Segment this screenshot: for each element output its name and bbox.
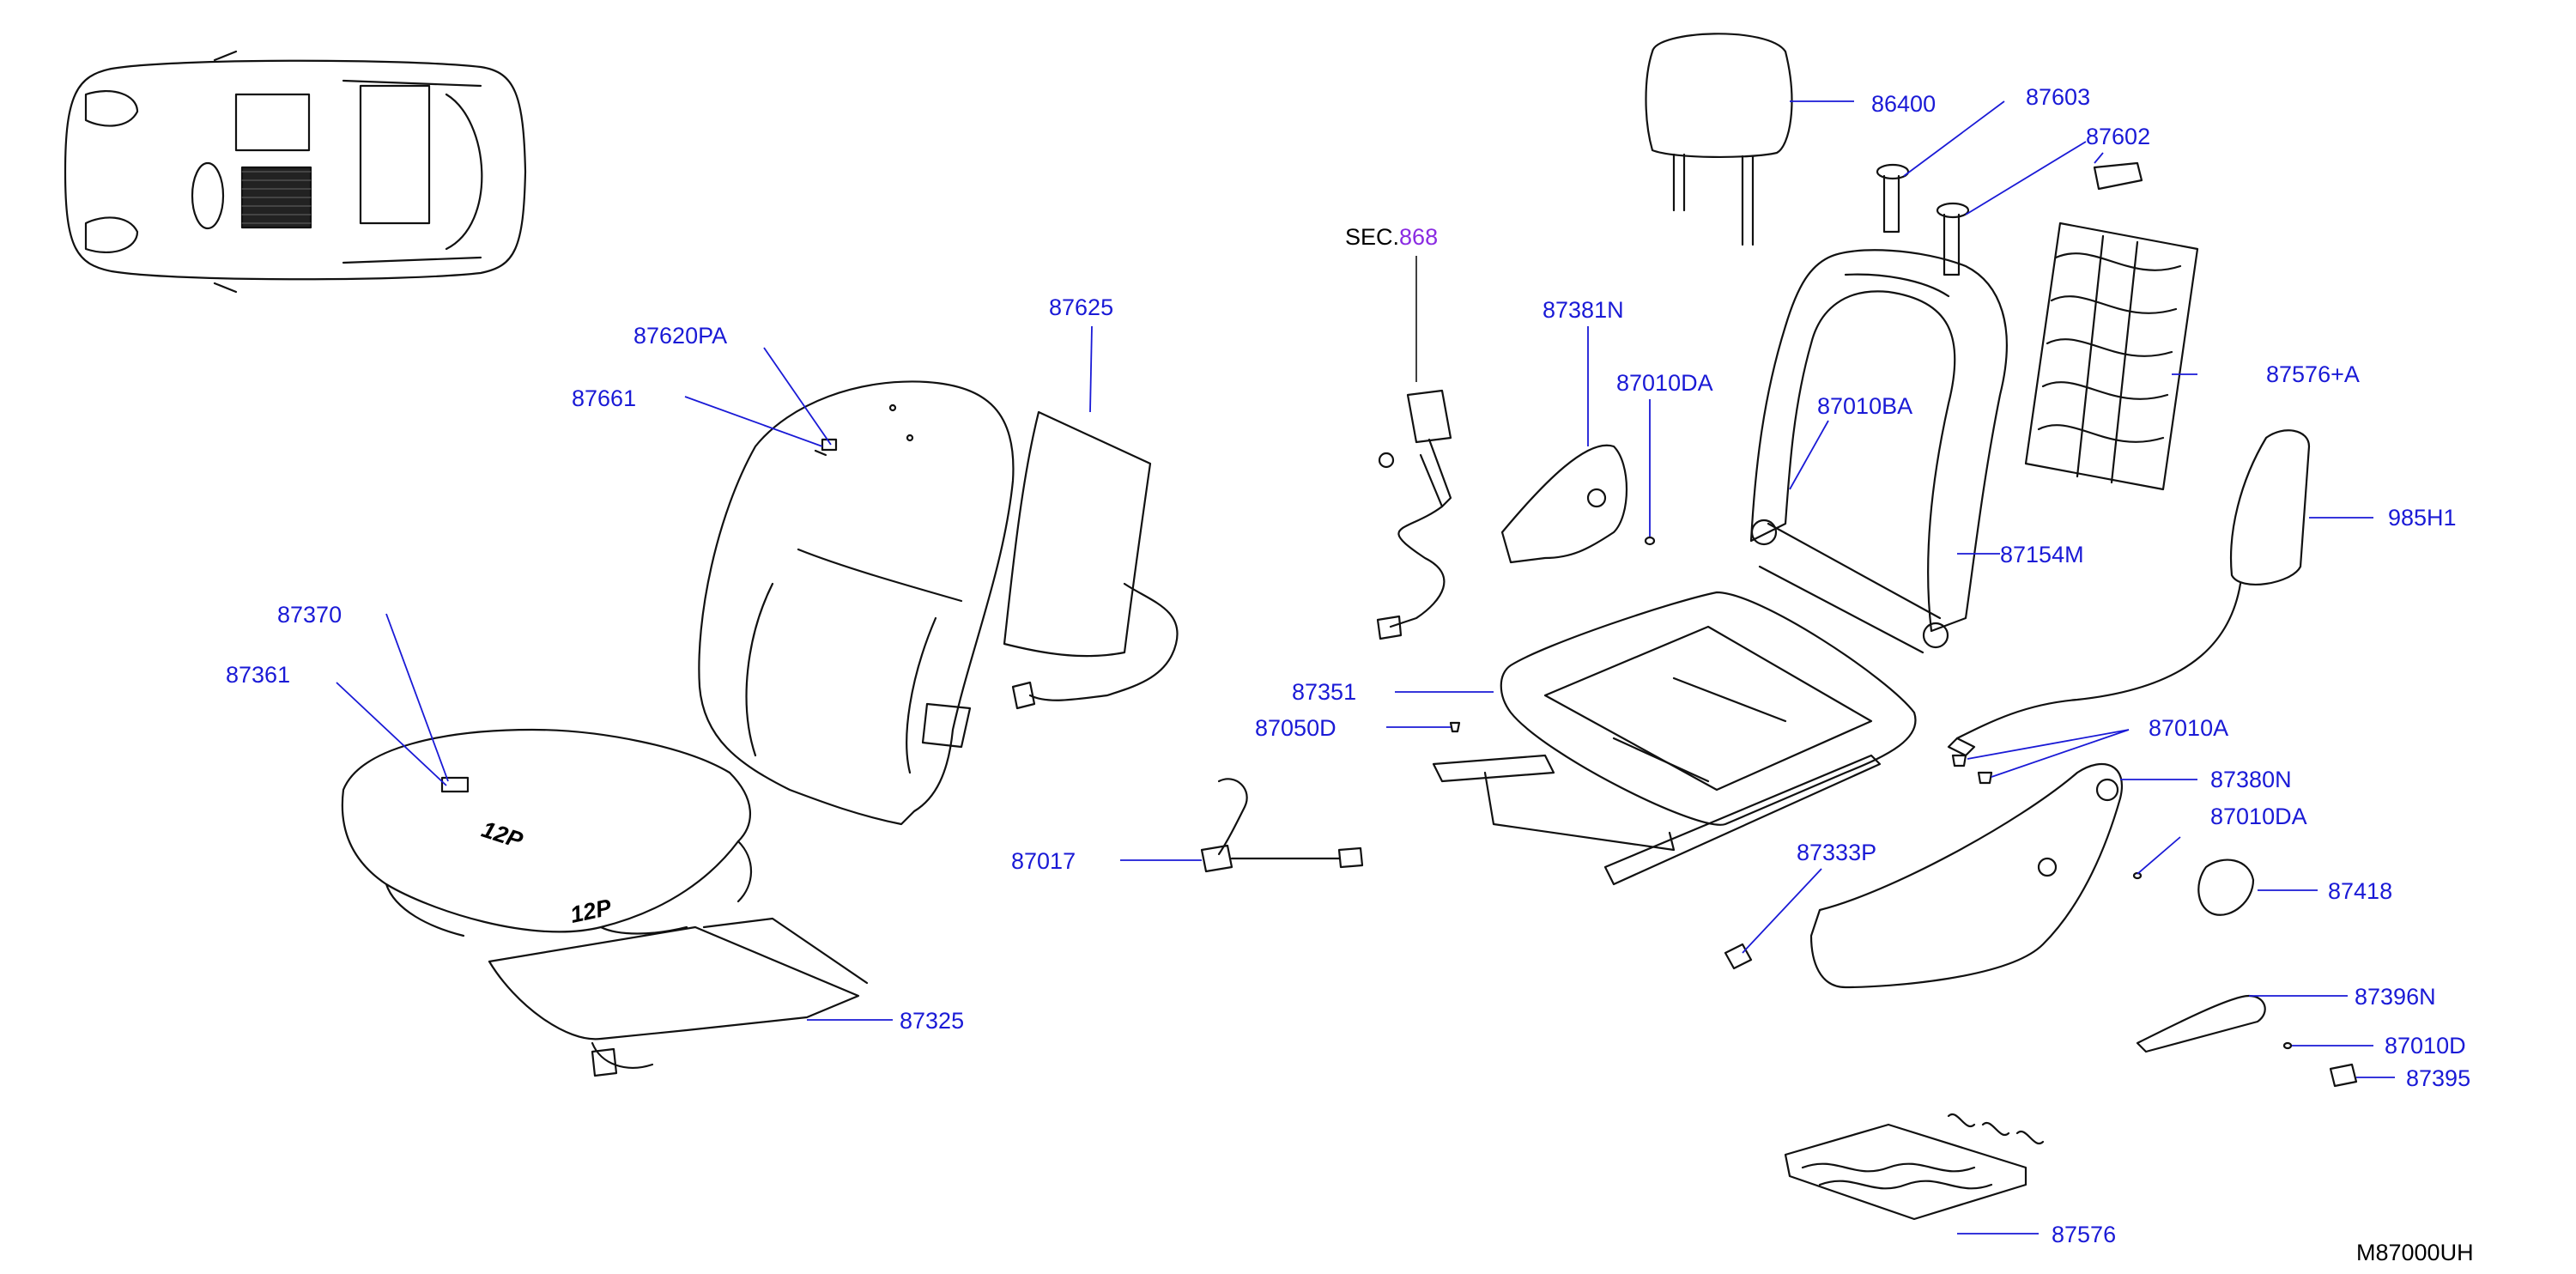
side-finisher-87380N (1809, 762, 2123, 989)
tag-87370 (440, 776, 470, 793)
clip-87050D (1449, 721, 1461, 733)
recliner-cover-87381N (1500, 444, 1627, 564)
cushion-mark-lower: 12P (568, 894, 615, 928)
label-87325[interactable]: 87325 (900, 1008, 964, 1034)
label-87370[interactable]: 87370 (277, 602, 342, 628)
harness-87017 (1200, 778, 1364, 873)
diagram-code: M87000UH (2356, 1240, 2474, 1265)
cushion-mark-upper: 12P (479, 816, 527, 854)
lever-87396N (2136, 994, 2266, 1053)
bolt-87010A-2 (1977, 771, 1993, 785)
label-87602[interactable]: 87602 (2086, 124, 2150, 149)
side-airbag-985H1 (1947, 429, 2311, 757)
back-board-87625 (1003, 410, 1179, 710)
headrest-guide-87603 (1876, 163, 1910, 234)
label-87603[interactable]: 87603 (2026, 84, 2090, 110)
cap-87333P (1724, 943, 1753, 970)
label-sec-868[interactable]: SEC.868 (1345, 224, 1438, 250)
label-87017[interactable]: 87017 (1011, 848, 1076, 874)
label-87381N[interactable]: 87381N (1543, 297, 1624, 323)
headrest-guide-87602 (1936, 202, 1970, 276)
label-87396N[interactable]: 87396N (2355, 984, 2436, 1010)
label-87576A[interactable]: 87576+A (2266, 361, 2360, 387)
label-87333P[interactable]: 87333P (1797, 840, 1876, 865)
seatback-pad (698, 380, 1015, 826)
leader-lines (336, 100, 2395, 1235)
cap-87395 (2329, 1063, 2358, 1088)
seat-cushion-87361 (341, 728, 753, 937)
label-87661[interactable]: 87661 (572, 385, 636, 411)
label-87620PA[interactable]: 87620PA (633, 323, 727, 349)
screw-87010D (2282, 1041, 2293, 1050)
label-87154M[interactable]: 87154M (2000, 542, 2084, 567)
back-spring-87576A (2024, 221, 2199, 491)
label-87418[interactable]: 87418 (2328, 878, 2392, 904)
label-985H1[interactable]: 985H1 (2388, 505, 2457, 531)
headrest-86400 (1645, 33, 1793, 246)
clip-87010DA-upper (1644, 536, 1656, 546)
label-87010DA-upper[interactable]: 87010DA (1616, 370, 1713, 396)
seat-frame-87351 (1432, 591, 1917, 886)
seatback-frame-87154M (1749, 249, 2008, 654)
tag-87620PA (821, 438, 838, 452)
bracket-87602-top (2093, 161, 2143, 191)
knob-87418 (2197, 858, 2255, 916)
label-87010A[interactable]: 87010A (2149, 715, 2228, 741)
cushion-pan-87325 (488, 917, 869, 1077)
bolt-87010A-1 (1951, 754, 1967, 767)
label-87380N[interactable]: 87380N (2210, 767, 2292, 792)
label-87395[interactable]: 87395 (2406, 1065, 2470, 1091)
cushion-spring-87576 (1784, 1113, 2045, 1221)
label-86400[interactable]: 86400 (1871, 91, 1936, 117)
vehicle-locator-icon (64, 50, 527, 294)
label-87576[interactable]: 87576 (2052, 1222, 2116, 1247)
label-87361[interactable]: 87361 (226, 662, 290, 688)
label-87010BA[interactable]: 87010BA (1817, 393, 1912, 419)
label-87050D[interactable]: 87050D (1255, 715, 1336, 741)
seat-belt-buckle (1376, 389, 1452, 640)
label-87351[interactable]: 87351 (1292, 679, 1356, 705)
label-87625[interactable]: 87625 (1049, 294, 1113, 320)
label-87010D[interactable]: 87010D (2385, 1033, 2466, 1059)
label-87010DA-lower[interactable]: 87010DA (2210, 804, 2307, 829)
